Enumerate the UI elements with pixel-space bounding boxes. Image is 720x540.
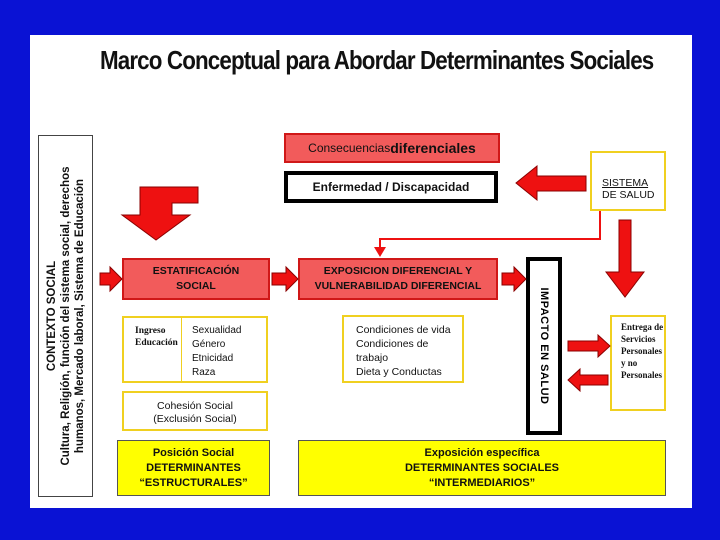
enfermedad-box: Enfermedad / Discapacidad (284, 171, 498, 203)
arrows-layer (99, 164, 646, 393)
expo-especifica-line-1: Exposición específica (424, 446, 540, 459)
sistema-salud-box: SISTEMA DE SALUD (590, 151, 666, 211)
condiciones-line-1: Condiciones de vida (356, 324, 451, 336)
cohesion-line-2: (Exclusión Social) (153, 413, 237, 425)
consecuencias-label: Consecuencias (308, 141, 391, 155)
entrega-line-4: y no (621, 358, 638, 368)
sistema-label: SISTEMA (602, 177, 649, 189)
entrega-line-3: Personales (621, 346, 662, 356)
arrow-sistema-down (604, 219, 646, 298)
condiciones-line-4: Dieta y Conductas (356, 366, 442, 378)
arrow-from-entrega (567, 367, 609, 393)
consecuencias-bold-label: diferenciales (390, 140, 476, 156)
page-title: Marco Conceptual para Abordar Determinan… (100, 45, 654, 75)
estratificacion-line-1: ESTATIFICACIÓN (152, 265, 240, 277)
condiciones-line-2: Condiciones de (356, 338, 429, 350)
impacto-salud-box: IMPACTO EN SALUD (526, 257, 562, 435)
estratificacion-box: ESTATIFICACIÓN SOCIAL (122, 258, 270, 300)
cohesion-line-1: Cohesión Social (157, 400, 233, 412)
expo-especifica-line-3: “INTERMEDIARIOS” (428, 476, 536, 489)
condiciones-box: Condiciones de vida Condiciones de traba… (342, 315, 464, 383)
factor-sexualidad: Sexualidad (192, 325, 242, 336)
slide: Marco Conceptual para Abordar Determinan… (30, 35, 692, 508)
ingreso-factores-box: Ingreso Educación Sexualidad Género Etni… (122, 316, 268, 383)
arrow-sistema-to-enfermedad (515, 164, 587, 202)
cohesion-box: Cohesión Social (Exclusión Social) (122, 391, 268, 431)
posicion-line-2: DETERMINANTES (146, 461, 241, 474)
arrow-to-estratificacion (99, 265, 123, 293)
exposicion-diferencial-box: EXPOSICION DIFERENCIAL Y VULNERABILIDAD … (298, 258, 498, 300)
posicion-line-3: “ESTRUCTURALES” (139, 476, 248, 489)
exposicion-especifica-box: Exposición específica DETERMINANTES SOCI… (298, 440, 666, 496)
social-context-box: CONTEXTO SOCIAL Cultura, Religión, funci… (38, 135, 93, 497)
arrow-to-entrega (567, 333, 611, 359)
ingreso-label: Ingreso (135, 326, 166, 336)
connector-arrowhead (374, 247, 386, 257)
entrega-servicios-box: Entrega de Servicios Personales y no Per… (610, 315, 666, 411)
exposicion-line-2: VULNERABILIDAD DIFERENCIAL (314, 280, 482, 292)
exposicion-line-1: EXPOSICION DIFERENCIAL Y (323, 265, 473, 277)
posicion-social-box: Posición Social DETERMINANTES “ESTRUCTUR… (117, 440, 270, 496)
arrow-to-impacto (501, 265, 527, 293)
consecuencias-box: Consecuencias diferenciales (284, 133, 500, 163)
posicion-line-1: Posición Social (152, 446, 235, 459)
entrega-line-1: Entrega de (621, 322, 664, 332)
factor-raza: Raza (192, 367, 216, 378)
arrow-to-exposicion (271, 265, 299, 293)
factor-etnicidad: Etnicidad (192, 353, 234, 364)
expo-especifica-line-2: DETERMINANTES SOCIALES (404, 461, 559, 474)
condiciones-line-3: trabajo (356, 352, 389, 364)
entrega-line-5: Personales (621, 370, 662, 380)
factor-genero: Género (192, 339, 226, 350)
entrega-line-2: Servicios (621, 334, 656, 344)
educacion-label: Educación (135, 338, 178, 348)
arrow-context-down (120, 186, 199, 241)
connector-sistema-to-exposicion (379, 211, 601, 248)
de-salud-label: DE SALUD (602, 189, 655, 201)
estratificacion-line-2: SOCIAL (176, 280, 216, 292)
ingreso-divider (181, 318, 182, 381)
